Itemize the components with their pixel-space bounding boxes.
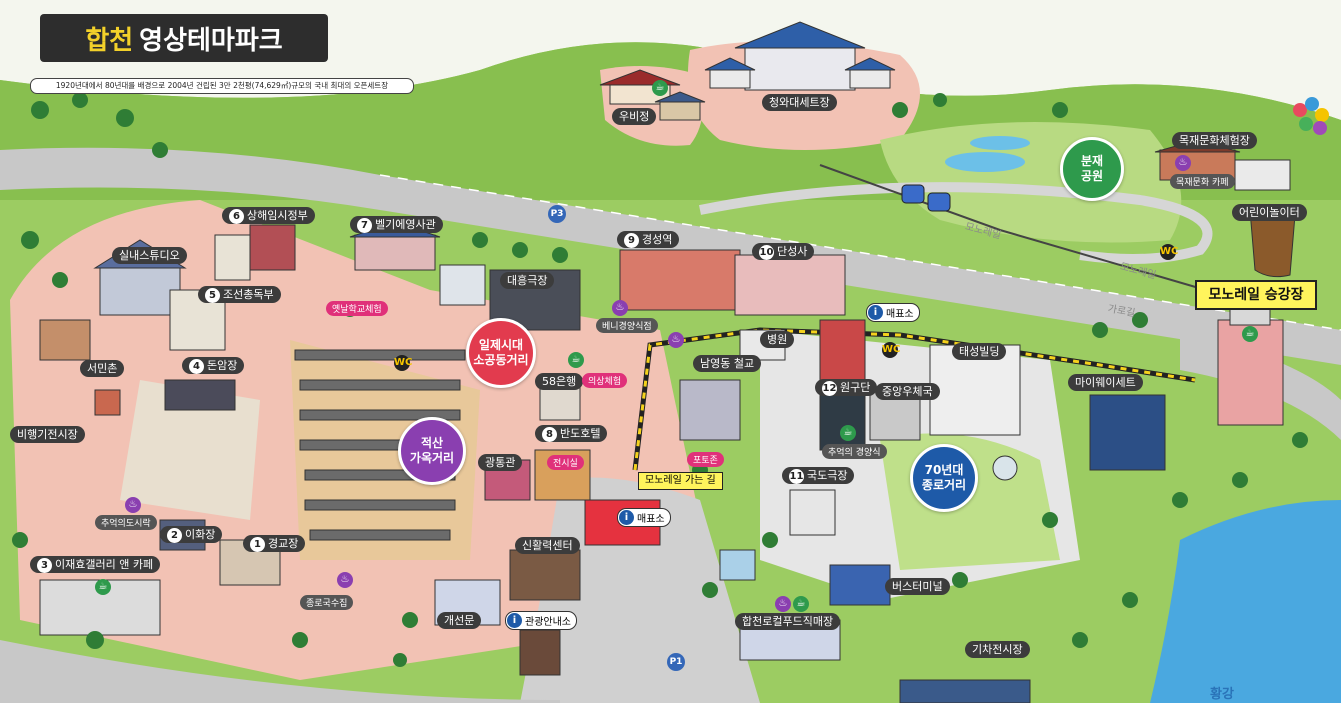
map-subtitle: 1920년대에서 80년대를 배경으로 2004년 건립된 3만 2천평(74,… [30, 78, 414, 94]
title-highlight: 합천 [85, 25, 134, 56]
place-cheongwadae[interactable]: 청와대세트장 [762, 94, 837, 111]
cafe-icon[interactable]: ☕ [568, 352, 584, 368]
circle-seventies-street[interactable]: 70년대 종로거리 [910, 444, 978, 512]
title-text: 영상테마파크 [139, 25, 283, 56]
food-icon[interactable]: ♨ [612, 300, 628, 316]
place-bus-terminal[interactable]: 버스터미널 [885, 578, 950, 595]
tag-restaurant: 베니경양식점 [596, 318, 658, 333]
place-ubijeong[interactable]: 우비정 [612, 108, 657, 125]
circle-japanese-street[interactable]: 일제시대 소공동거리 [466, 318, 536, 388]
food-icon[interactable]: ♨ [668, 332, 684, 348]
info-icon: i [619, 510, 634, 525]
food-icon[interactable]: ♨ [775, 596, 791, 612]
river-label: 황강 [1210, 687, 1234, 702]
tag-lunch: 추억의도시락 [95, 515, 157, 530]
restroom-icon[interactable]: WC [1160, 244, 1178, 260]
place-playground[interactable]: 어린이놀이터 [1232, 204, 1307, 221]
tag-exhibit[interactable]: 전시실 [547, 455, 584, 470]
place-seominchon[interactable]: 서민촌 [80, 360, 125, 377]
monorail-station-label[interactable]: 모노레일 승강장 [1195, 280, 1317, 310]
place-airplane[interactable]: 비행기전시장 [10, 426, 85, 443]
place-local-food[interactable]: 합천로컬푸드직매장 [735, 613, 841, 630]
place-myway[interactable]: 마이웨이세트 [1068, 374, 1143, 391]
monorail-way-label[interactable]: 모노레일 가는 길 [638, 472, 723, 490]
info-icon: i [507, 613, 522, 628]
place-taeseong[interactable]: 태성빌딩 [952, 343, 1007, 360]
map-title: 합천 영상테마파크 [40, 14, 328, 62]
restroom-icon[interactable]: WC [882, 342, 900, 358]
restroom-icon[interactable]: WC [394, 355, 412, 371]
circle-jeoksan-street[interactable]: 적산 가옥거리 [398, 417, 466, 485]
place-gaeseon[interactable]: 개선문 [437, 612, 482, 629]
info-icon: i [868, 305, 883, 320]
place-shinhwal[interactable]: 신활력센터 [515, 537, 580, 554]
tag-old-school[interactable]: 옛날학교체험 [326, 301, 388, 316]
food-icon[interactable]: ♨ [125, 497, 141, 513]
food-icon[interactable]: ♨ [1175, 155, 1191, 171]
cafe-icon[interactable]: ☕ [840, 425, 856, 441]
place-woodcraft[interactable]: 목재문화체험장 [1172, 132, 1257, 149]
parking-p1[interactable]: P1 [667, 653, 685, 671]
food-icon[interactable]: ♨ [337, 572, 353, 588]
place-daeheuk[interactable]: 대흥극장 [500, 272, 555, 289]
cafe-icon[interactable]: ☕ [652, 80, 668, 96]
cafe-icon[interactable]: ☕ [793, 596, 809, 612]
tag-cafe: 추억의 경양식 [822, 444, 887, 459]
place-58bank[interactable]: 58은행 [535, 373, 584, 390]
place-namyeong[interactable]: 남영동 철교 [693, 355, 762, 372]
place-silnae-studio[interactable]: 실내스튜디오 [112, 247, 187, 264]
tag-woodcafe: 목재문화 카페 [1170, 174, 1235, 189]
place-central-post[interactable]: 중앙우체국 [875, 383, 940, 400]
place-gwangtong[interactable]: 광통관 [478, 454, 523, 471]
cafe-icon[interactable]: ☕ [1242, 326, 1258, 342]
circle-bunjae-park[interactable]: 분재 공원 [1060, 137, 1124, 201]
cafe-icon[interactable]: ☕ [95, 579, 111, 595]
parking-p3[interactable]: P3 [548, 205, 566, 223]
tag-photo-zone[interactable]: 포토존 [687, 452, 724, 467]
tag-costume[interactable]: 의상체험 [582, 373, 628, 388]
place-train-market[interactable]: 기차전시장 [965, 641, 1030, 658]
tag-noodle: 종로국수집 [300, 595, 354, 610]
place-hospital[interactable]: 병원 [760, 331, 795, 348]
